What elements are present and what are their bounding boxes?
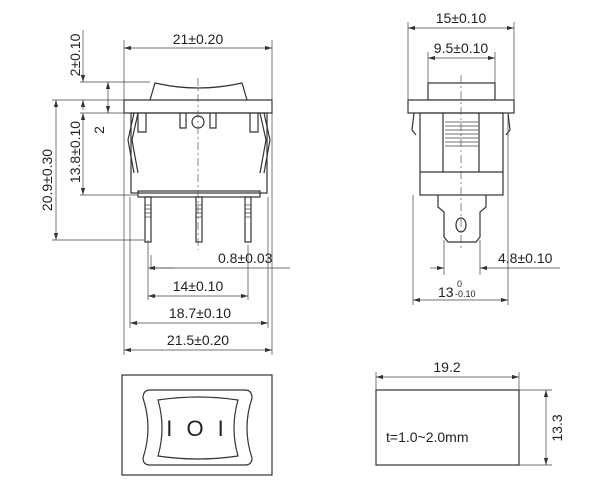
dim-pin-pitch: 14±0.10 bbox=[173, 278, 224, 294]
top-view: I O I bbox=[121, 374, 273, 476]
dim-tab-width: 4.8±0.10 bbox=[498, 250, 553, 266]
rocker-symbols: I O I bbox=[166, 416, 228, 441]
dim-cutout-height: 13.3 bbox=[549, 414, 565, 441]
dim-flange-width: 15±0.10 bbox=[436, 10, 487, 26]
panel-thickness: t=1.0~2.0mm bbox=[386, 429, 469, 445]
dim-body-width-main: 13 bbox=[438, 284, 454, 300]
dim-flange-offset: 2 bbox=[91, 126, 107, 134]
dim-rocker-width: 9.5±0.10 bbox=[434, 40, 489, 56]
dim-body-width: 21.5±0.20 bbox=[167, 332, 229, 348]
dim-pin-width: 0.8±0.03 bbox=[218, 250, 273, 266]
pins bbox=[144, 196, 252, 243]
dim-cutout-width: 19.2 bbox=[433, 359, 460, 375]
dim-total-height: 20.9±0.30 bbox=[39, 149, 55, 211]
dim-width-top: 21±0.20 bbox=[173, 31, 224, 47]
dim-body-tol-upper: 0 bbox=[457, 279, 462, 289]
front-view: 21±0.20 2±0.10 2 13.8±0.10 20.9±0.30 0.8… bbox=[39, 30, 290, 355]
dim-rocker-height: 2±0.10 bbox=[67, 33, 83, 76]
dim-flange-to-pins: 13.8±0.10 bbox=[67, 121, 83, 183]
side-view: 15±0.10 9.5±0.10 4.8±0.10 13 0 -0.10 bbox=[407, 10, 560, 305]
dim-pin-span: 18.7±0.10 bbox=[169, 305, 231, 321]
body bbox=[130, 112, 268, 194]
panel-cutout: 19.2 13.3 t=1.0~2.0mm bbox=[375, 359, 565, 466]
dim-body-tol-lower: -0.10 bbox=[455, 289, 476, 299]
rocker bbox=[149, 82, 248, 101]
